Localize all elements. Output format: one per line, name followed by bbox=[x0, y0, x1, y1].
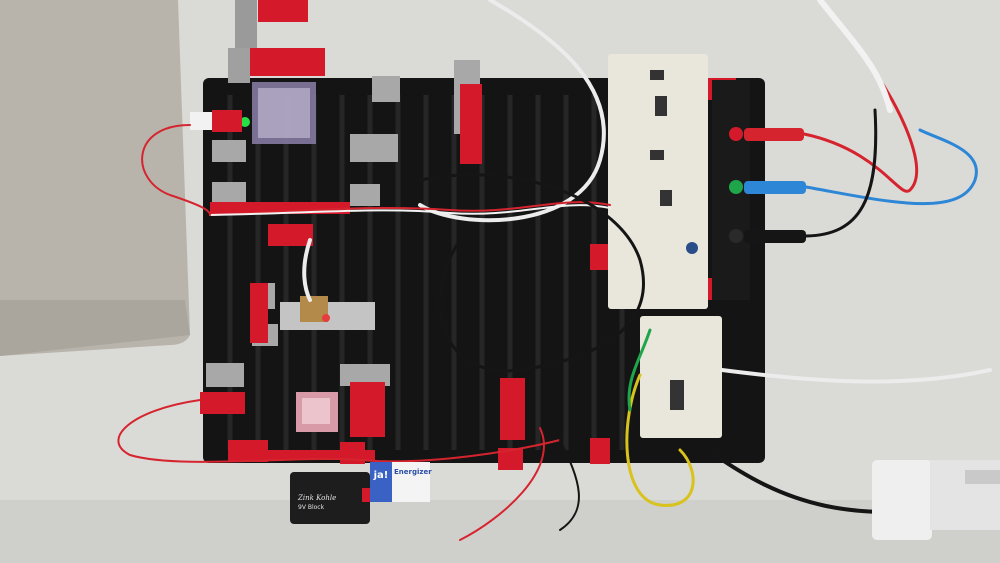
lamp-base bbox=[872, 460, 932, 540]
breadboard-top bbox=[608, 54, 708, 309]
socket-red bbox=[729, 127, 743, 141]
battery-brand: Energizer bbox=[394, 468, 432, 476]
laser-lens bbox=[322, 314, 330, 322]
table-shadow bbox=[0, 500, 1000, 563]
battery-label-stripe bbox=[370, 462, 392, 502]
socket-green bbox=[729, 180, 743, 194]
breadboard-bottom bbox=[640, 316, 722, 438]
terminal-block-top bbox=[190, 112, 212, 130]
plug-black bbox=[744, 230, 806, 243]
red-bricks bbox=[200, 78, 738, 470]
lamp-spring bbox=[965, 470, 1000, 484]
battery-label-line-1: Zink Kohle bbox=[298, 494, 337, 502]
socket-black bbox=[729, 229, 743, 243]
top-stand-red bbox=[258, 0, 308, 22]
plug-blue bbox=[744, 181, 806, 194]
plug-red bbox=[744, 128, 804, 141]
battery-label-line-2: 9V Block bbox=[298, 504, 325, 511]
top-holder-grey bbox=[228, 48, 250, 83]
breadboard-components bbox=[650, 70, 698, 410]
board-slots bbox=[227, 95, 625, 450]
fabric-mat bbox=[0, 0, 190, 356]
pink-prism-highlight bbox=[302, 398, 330, 424]
green-led bbox=[240, 117, 250, 127]
beam-splitter-highlight bbox=[258, 88, 310, 138]
fabric-mat-shade bbox=[0, 300, 190, 356]
top-stand-grey bbox=[235, 0, 257, 60]
led-holder-red bbox=[212, 110, 242, 132]
battery-logo: ja! bbox=[373, 470, 389, 481]
battery-9v bbox=[290, 472, 370, 524]
wires bbox=[117, 0, 992, 541]
top-holder-red bbox=[250, 48, 325, 76]
